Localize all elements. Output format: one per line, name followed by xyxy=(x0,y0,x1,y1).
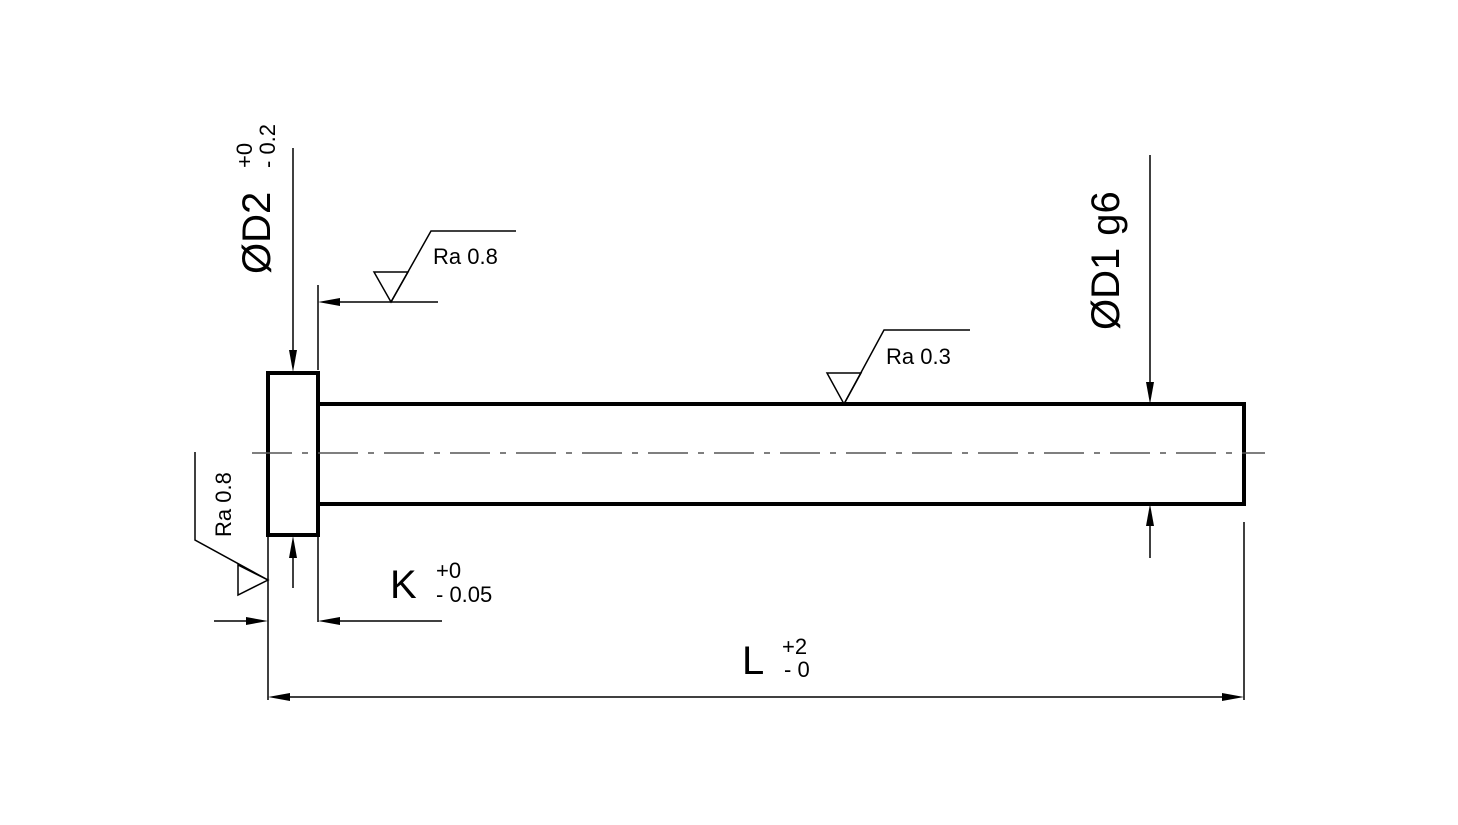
d1-label: ØD1g6 xyxy=(1084,191,1128,330)
d2-label: ØD2 xyxy=(235,192,279,274)
pin-shank xyxy=(316,402,1246,506)
k-dimension: K +0 - 0.05 xyxy=(214,537,492,700)
k-tol-lower: - 0.05 xyxy=(436,582,492,607)
d2-tol-lower: - 0.2 xyxy=(255,124,280,168)
k-label: K xyxy=(390,563,417,607)
ra-shoulder-label: Ra 0.8 xyxy=(433,244,498,269)
d1-dimension: ØD1g6 xyxy=(1084,155,1154,558)
pin-head xyxy=(266,371,320,537)
d2-tol-upper: +0 xyxy=(232,143,257,168)
d2-dimension: ØD2 +0 - 0.2 xyxy=(232,124,297,588)
ra-face-label: Ra 0.8 xyxy=(211,472,236,537)
surface-finish-head-face: Ra 0.8 xyxy=(194,452,270,597)
l-dimension: L +2 - 0 xyxy=(268,522,1245,701)
ra-shank-label: Ra 0.3 xyxy=(886,344,951,369)
d1-symbol: ØD1 xyxy=(1084,248,1128,330)
l-tol-upper: +2 xyxy=(782,634,807,659)
surface-finish-head-shoulder: Ra 0.8 xyxy=(317,230,516,370)
k-tol-upper: +0 xyxy=(436,558,461,583)
l-label: L xyxy=(742,639,764,683)
l-tol-lower: - 0 xyxy=(784,657,810,682)
surface-finish-shank: Ra 0.3 xyxy=(825,329,970,406)
d1-fit: g6 xyxy=(1084,191,1128,236)
